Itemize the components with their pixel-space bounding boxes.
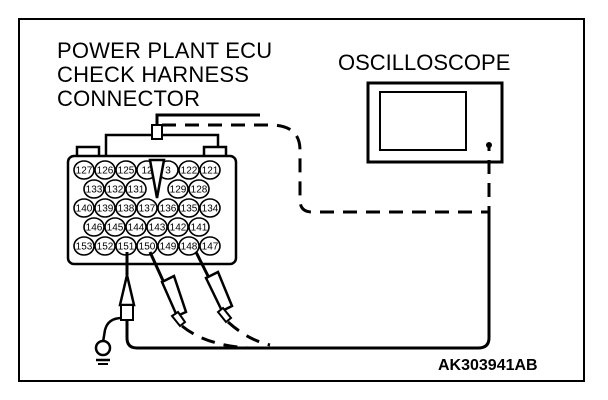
connector-pin xyxy=(115,160,137,180)
connector-pin xyxy=(125,217,147,237)
connector-pin-label: 132 xyxy=(107,185,124,196)
connector-pin-label: 149 xyxy=(160,242,177,253)
connector-pin xyxy=(188,217,210,237)
connector-pin-label: 143 xyxy=(149,223,166,234)
connector-pin xyxy=(73,236,95,256)
connector-pin xyxy=(136,236,158,256)
connector-pin-label: 144 xyxy=(128,223,145,234)
connector-label-line3: CONNECTOR xyxy=(57,86,201,111)
connector-pin-label: 139 xyxy=(97,204,114,215)
connector-pin-label: 150 xyxy=(139,242,156,253)
connector-pin-label: 3 xyxy=(165,166,171,177)
figure-id: AK303941AB xyxy=(438,357,538,374)
connector-pin xyxy=(157,236,179,256)
connector-pin xyxy=(83,179,105,199)
connector-pin xyxy=(94,198,116,218)
ground-clip-icon xyxy=(94,339,112,357)
connector-pin xyxy=(167,217,189,237)
connector-pin xyxy=(83,217,105,237)
connector-pin xyxy=(178,198,200,218)
connector-pin xyxy=(125,179,147,199)
connector-pin-label: 122 xyxy=(181,166,198,177)
connector-pin xyxy=(94,160,116,180)
connector-pin xyxy=(136,198,158,218)
connector-pin-label: 129 xyxy=(170,185,187,196)
connector-pin-label: 127 xyxy=(76,166,93,177)
connector-pin xyxy=(94,236,116,256)
connector-label-line1: POWER PLANT ECU xyxy=(57,38,273,63)
connector-pin-label: 126 xyxy=(97,166,114,177)
connector-pin xyxy=(199,160,221,180)
connector-pin-label: 125 xyxy=(118,166,135,177)
connector-pin xyxy=(199,198,221,218)
connector-pin xyxy=(146,217,168,237)
connector-label-line2: CHECK HARNESS xyxy=(57,62,250,87)
connector-pin-label: 135 xyxy=(181,204,198,215)
oscilloscope-device xyxy=(366,81,504,164)
oscilloscope-label: OSCILLOSCOPE xyxy=(338,50,511,75)
connector-pin xyxy=(167,179,189,199)
connector-pin xyxy=(199,236,221,256)
connector-pin-label: 152 xyxy=(97,242,114,253)
connector-pin-label: 141 xyxy=(191,223,208,234)
connector-pin-label: 142 xyxy=(170,223,187,234)
connector-pin-label: 12 xyxy=(141,166,153,177)
diagram-frame xyxy=(18,18,585,382)
connector-pin-label: 121 xyxy=(202,166,219,177)
connector-pin xyxy=(104,217,126,237)
connector-pin xyxy=(73,160,95,180)
connector-pin xyxy=(115,198,137,218)
connector-pin-label: 128 xyxy=(191,185,208,196)
probe-lead-pin148 xyxy=(194,251,271,347)
connector-pin xyxy=(73,198,95,218)
connector-pin-label: 148 xyxy=(181,242,198,253)
connector-pin-label: 151 xyxy=(118,242,135,253)
connector-pin-label: 146 xyxy=(86,223,103,234)
connector-pin-label: 145 xyxy=(107,223,124,234)
connector-pin-label: 138 xyxy=(118,204,135,215)
connector-pin xyxy=(157,198,179,218)
connector-pin-label: 131 xyxy=(128,185,145,196)
connector-pin xyxy=(104,179,126,199)
connector-pin-label: 153 xyxy=(76,242,93,253)
probe-lead-pin150 xyxy=(148,251,249,350)
connector-pin-label: 137 xyxy=(139,204,156,215)
connector-pin xyxy=(188,179,210,199)
connector-pin-label: 140 xyxy=(76,204,93,215)
ground-lead xyxy=(94,212,491,365)
connector-pin-label: 134 xyxy=(202,204,219,215)
connector-pin-label: 133 xyxy=(86,185,103,196)
connector-pin xyxy=(178,236,200,256)
connector-pin-label: 147 xyxy=(202,242,219,253)
back-probe xyxy=(148,124,166,199)
connector-pin xyxy=(178,160,200,180)
connector-pin-label: 136 xyxy=(160,204,177,215)
